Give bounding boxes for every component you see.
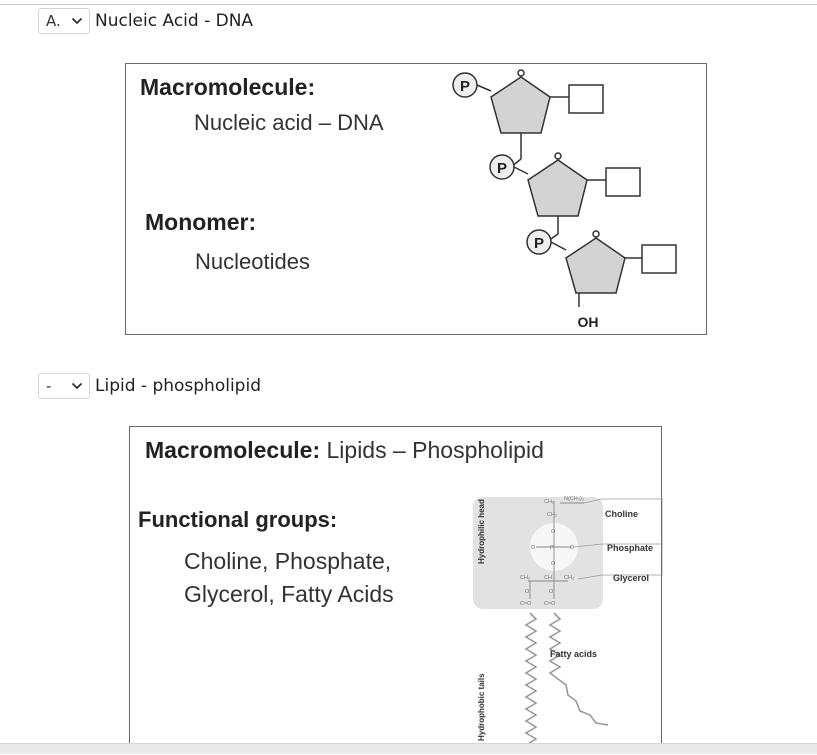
phosphate-label: Phosphate <box>607 543 653 553</box>
answer-select-2[interactable]: - <box>38 373 90 399</box>
svg-text:CH₂: CH₂ <box>547 512 557 518</box>
svg-text:CH₂: CH₂ <box>520 575 530 581</box>
nucleotide-chain-diagram: P P P <box>452 69 677 330</box>
base-square <box>568 84 604 114</box>
svg-text:CH₂: CH₂ <box>564 575 574 581</box>
macromolecule-heading: Macromolecule: <box>140 74 316 100</box>
functional-groups-line-1: Choline, Phosphate, <box>184 548 392 574</box>
svg-text:P: P <box>550 545 554 551</box>
question-label: Lipid - phospholipid <box>95 376 261 396</box>
lipid-card-image: Macromolecule: Lipids – Phospholipid Fun… <box>129 426 663 754</box>
svg-text:O: O <box>525 589 530 595</box>
phosphate-symbol: P <box>534 235 544 252</box>
question-row-2: - Lipid - phospholipid <box>38 373 261 399</box>
svg-text:O: O <box>551 561 556 567</box>
macromolecule-line: Macromolecule: Lipids – Phospholipid <box>145 437 544 464</box>
monomer-value: Nucleotides <box>195 249 310 274</box>
oh-label: OH <box>578 314 599 330</box>
glycerol-label: Glycerol <box>613 573 649 583</box>
choline-label: Choline <box>605 509 638 519</box>
question-row-1: A. Nucleic Acid - DNA <box>38 8 253 34</box>
macromolecule-value: Nucleic acid – DNA <box>194 110 384 135</box>
nucleotide-1: P <box>452 69 604 168</box>
macromolecule-value: Lipids – Phospholipid <box>326 437 544 463</box>
sugar-pentagon <box>565 237 626 294</box>
svg-text:C=O: C=O <box>520 601 532 607</box>
answer-select-1[interactable]: A. <box>38 8 90 34</box>
horizontal-scrollbar[interactable] <box>0 743 817 754</box>
base-square <box>641 244 677 274</box>
dna-card-image: Macromolecule: Nucleic acid – DNA Monome… <box>125 63 707 335</box>
svg-text:CH₂: CH₂ <box>544 499 554 505</box>
chevron-down-icon <box>71 17 83 25</box>
functional-groups-heading: Functional groups: <box>138 507 338 532</box>
svg-text:N(CH₃)₃: N(CH₃)₃ <box>564 496 584 502</box>
chevron-down-icon <box>71 382 83 390</box>
svg-text:CH: CH <box>544 575 552 581</box>
phosphate-symbol: P <box>497 160 507 177</box>
hydrophilic-head-label: Hydrophilic head <box>477 499 486 564</box>
molecule-atoms: CH₂ N(CH₃)₃ CH₂ O O P O O CH₂ CH CH₂ O O… <box>520 496 584 607</box>
monomer-heading: Monomer: <box>145 209 257 235</box>
top-divider <box>0 4 817 5</box>
functional-groups-line-2: Glycerol, Fatty Acids <box>184 581 394 607</box>
hydrophobic-tails-label: Hydrophobic tails <box>477 673 486 741</box>
fatty-acid-tail-2 <box>548 612 609 726</box>
answer-select-value: A. <box>46 12 61 30</box>
svg-text:O: O <box>551 529 556 535</box>
macromolecule-heading: Macromolecule: <box>145 437 321 463</box>
base-square <box>605 167 641 197</box>
phosphate-symbol: P <box>460 78 470 95</box>
nucleotide-2: P <box>489 152 641 242</box>
phospholipid-diagram: CH₂ N(CH₃)₃ CH₂ O O P O O CH₂ CH CH₂ O O… <box>473 496 663 752</box>
sugar-pentagon <box>527 159 588 217</box>
question-label: Nucleic Acid - DNA <box>95 11 254 31</box>
svg-text:O: O <box>570 545 575 551</box>
svg-text:C=O: C=O <box>544 601 556 607</box>
fatty-acids-label: Fatty acids <box>550 649 597 659</box>
nucleotide-3: P OH <box>526 229 677 330</box>
svg-text:O: O <box>549 589 554 595</box>
fatty-acid-tail-1 <box>524 612 538 752</box>
svg-text:O: O <box>531 545 536 551</box>
sugar-pentagon <box>490 76 551 134</box>
answer-select-value: - <box>46 377 52 395</box>
